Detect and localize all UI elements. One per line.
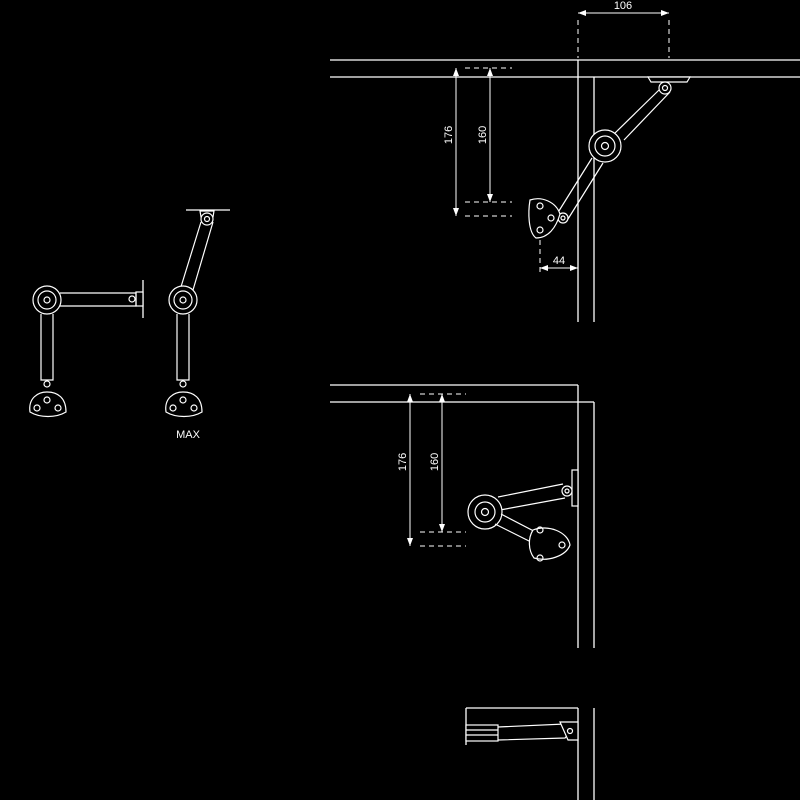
- dimension-44: 44: [539, 240, 578, 272]
- stay-partial-middle: [467, 469, 579, 562]
- dimension-160-middle: 160: [420, 393, 466, 547]
- dimension-160-middle-label: 160: [429, 453, 441, 471]
- stay-closed-bottom: [465, 721, 579, 742]
- cabinet-bottom-view: [465, 707, 595, 800]
- dimension-160-top: 160: [465, 67, 512, 217]
- cabinet-middle-view: 176 160: [330, 384, 595, 648]
- stay-folded-view: [29, 280, 144, 418]
- dimension-44-label: 44: [553, 255, 565, 267]
- cabinet-top-view: 106 176 160 44: [330, 0, 800, 322]
- dimension-160-top-label: 160: [477, 126, 489, 144]
- dimension-176-top-label: 176: [443, 126, 455, 144]
- dimension-176-middle-label: 176: [397, 453, 409, 471]
- dimension-176-middle: 176: [397, 394, 413, 546]
- dimension-176-top: 176: [443, 68, 459, 216]
- stay-max-view: MAX: [165, 209, 230, 441]
- dimension-106: 106: [577, 0, 670, 58]
- dimension-106-label: 106: [614, 0, 632, 12]
- stay-open-top: [528, 76, 692, 239]
- max-label: MAX: [176, 429, 201, 441]
